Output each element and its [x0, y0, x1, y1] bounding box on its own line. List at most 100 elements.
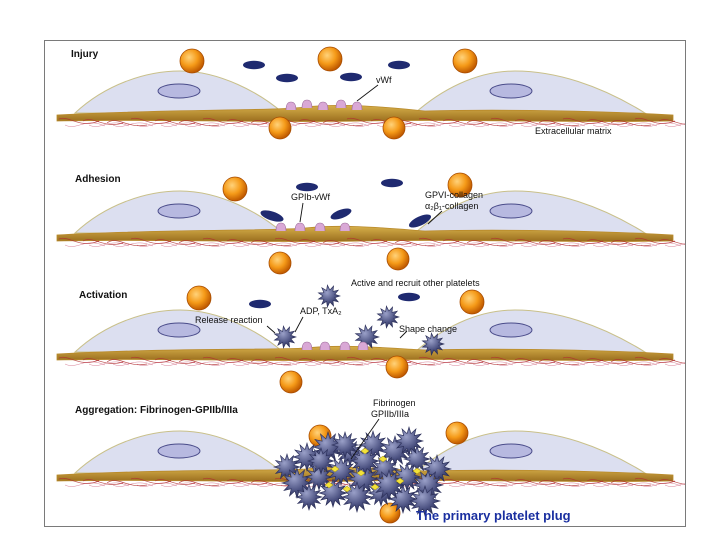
- collagen-fiber: [352, 242, 394, 247]
- cell-nucleus: [157, 83, 201, 99]
- resting-platelet: [222, 176, 248, 202]
- aggregated-platelet: [393, 425, 425, 457]
- collagen-fiber: [514, 119, 556, 125]
- collagen-fiber: [592, 122, 634, 127]
- collagen-fiber: [514, 479, 556, 485]
- collagen-fiber: [178, 120, 220, 127]
- collagen-fiber: [208, 361, 250, 366]
- vwf-binding-site: [317, 101, 329, 111]
- aggregated-platelet: [330, 430, 360, 460]
- collagen-fiber: [610, 240, 652, 247]
- gpvi-collagen-label: GPVI-collagen: [425, 190, 484, 200]
- collagen-fiber: [298, 358, 340, 364]
- vwf-molecule: [340, 72, 362, 82]
- collagen-fiber: [610, 120, 652, 127]
- collagen-fiber: [520, 122, 562, 127]
- collagen-fiber: [130, 117, 172, 124]
- collagen-fiber: [640, 482, 682, 487]
- collagen-fiber: [418, 237, 460, 244]
- resting-platelet: [382, 116, 406, 140]
- collagen-fiber: [82, 479, 124, 485]
- collagen-fiber: [82, 358, 124, 364]
- fibrinogen-bridge: [370, 483, 380, 491]
- collagen-fiber: [466, 240, 508, 247]
- collagen-fiber: [250, 480, 292, 487]
- collagen-fiber: [418, 356, 460, 363]
- collagen-fiber: [616, 242, 658, 247]
- collagen-fiber: [322, 359, 364, 366]
- release-reaction-label: Release reaction: [195, 315, 263, 325]
- collagen-fiber: [568, 122, 610, 127]
- collagen-fiber: [448, 242, 490, 247]
- collagen-fiber: [520, 361, 562, 366]
- collagen-fiber: [586, 119, 628, 125]
- collagen-fiber: [274, 237, 316, 244]
- activation-title: Activation: [79, 290, 128, 301]
- collagen-fiber: [250, 359, 292, 366]
- collagen-fiber: [328, 122, 370, 127]
- collagen-fiber: [106, 480, 148, 487]
- collagen-fiber: [490, 237, 532, 244]
- collagen-fiber: [466, 480, 508, 487]
- resting-platelet: [279, 370, 303, 394]
- collagen-fiber: [610, 359, 652, 366]
- collagen-fiber: [562, 356, 604, 363]
- collagen-fiber: [160, 482, 202, 487]
- vwf-molecule: [260, 210, 284, 222]
- fibrinogen-bridge: [356, 469, 366, 477]
- collagen-fiber: [184, 361, 226, 366]
- vwf-molecule: [330, 208, 352, 220]
- collagen-fiber: [586, 358, 628, 364]
- fibrinogen-bridge: [330, 465, 340, 473]
- vwf-binding-site: [275, 222, 287, 232]
- collagen-fiber: [160, 361, 202, 366]
- aggregated-platelet: [349, 445, 381, 477]
- label-pointer: [356, 84, 379, 102]
- aggregated-platelet: [421, 453, 453, 485]
- collagen-fiber: [154, 358, 196, 364]
- vwf-binding-site: [339, 341, 351, 351]
- collagen-fiber: [490, 117, 532, 124]
- collagen-fiber: [592, 482, 634, 487]
- aggregated-platelet: [294, 482, 324, 512]
- aggregated-platelet: [411, 468, 445, 502]
- label-pointer: [294, 316, 304, 333]
- resting-platelet: [452, 48, 478, 74]
- collagen-fiber: [658, 119, 685, 125]
- collagen-fiber: [136, 122, 178, 127]
- collagen-fiber: [658, 479, 685, 485]
- collagen-fiber: [448, 361, 490, 366]
- collagen-fiber: [448, 122, 490, 127]
- vwf-molecule: [249, 299, 271, 309]
- collagen-fiber: [544, 482, 586, 487]
- collagen-fiber: [136, 242, 178, 247]
- collagen-fiber: [226, 479, 268, 485]
- collagen-fiber: [514, 239, 556, 245]
- collagen-fiber: [490, 356, 532, 363]
- resting-platelet: [186, 285, 212, 311]
- fibrinogen-bridge: [360, 447, 370, 455]
- collagen-fiber: [496, 482, 538, 487]
- vwf-binding-site: [319, 341, 331, 351]
- collagen-fiber: [136, 361, 178, 366]
- collagen-fiber: [616, 361, 658, 366]
- injury-title: Injury: [71, 49, 99, 60]
- collagen-fibers: [58, 117, 685, 127]
- collagen-fiber: [538, 480, 580, 487]
- collagen-fiber: [184, 242, 226, 247]
- vwf-molecule: [296, 182, 318, 192]
- collagen-fiber: [322, 240, 364, 247]
- resting-platelet: [459, 289, 485, 315]
- extracellular-matrix-band: [56, 345, 674, 361]
- platelet-plug-diagram: [56, 46, 685, 524]
- aggregated-platelet: [317, 477, 349, 509]
- fibrinogen-label: Fibrinogen: [373, 398, 416, 408]
- collagen-fiber: [472, 122, 514, 127]
- resting-platelet: [379, 502, 401, 524]
- collagen-fiber: [112, 482, 154, 487]
- cell-nucleus: [489, 83, 533, 99]
- collagen-fiber: [304, 242, 346, 247]
- collagen-fiber: [514, 358, 556, 364]
- collagen-fiber: [592, 242, 634, 247]
- collagen-fiber: [304, 122, 346, 127]
